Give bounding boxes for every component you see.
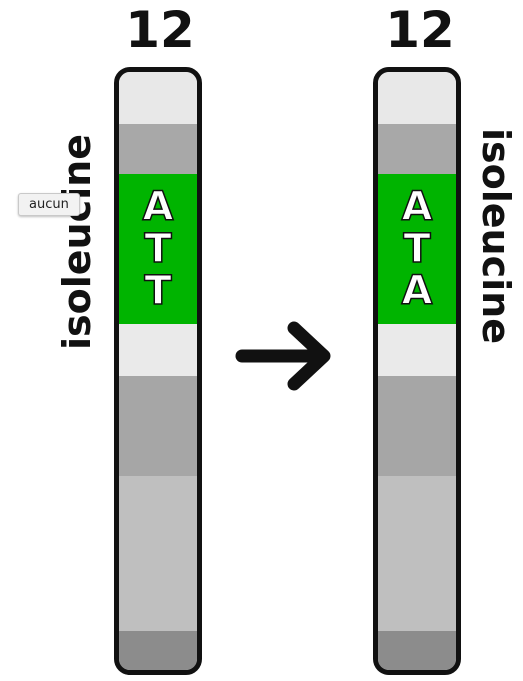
codon-letter: A: [401, 184, 433, 230]
chromosome-band: [378, 476, 456, 631]
right-chromosome-number: 12: [385, 1, 455, 59]
chromosome-band: [378, 376, 456, 476]
codon-band: [119, 174, 197, 324]
left-chromosome-number: 12: [125, 1, 195, 59]
chromosome-band: [378, 124, 456, 174]
right-amino-acid-label: isoleucine: [474, 128, 518, 344]
right-chromosome: A T A: [373, 67, 461, 675]
tooltip: aucun: [18, 193, 80, 216]
chromosome-band: [119, 124, 197, 174]
chromosome-band: [378, 324, 456, 376]
chromosome-band: [119, 476, 197, 631]
codon-band: [378, 174, 456, 324]
right-codon: A T A: [378, 174, 456, 324]
right-arrow-icon: [235, 321, 331, 391]
chromosome-band: [119, 72, 197, 124]
chromosome-band: [378, 72, 456, 124]
chromosome-band: [119, 631, 197, 670]
codon-letter: A: [142, 184, 174, 230]
chromosome-band: [119, 376, 197, 476]
left-amino-acid-label: isoleucine: [55, 134, 99, 350]
left-chromosome: A T T: [114, 67, 202, 675]
codon-letter: T: [144, 226, 173, 272]
codon-letter: A: [401, 268, 433, 314]
chromosome-band: [119, 324, 197, 376]
codon-letter: T: [403, 226, 432, 272]
codon-letter: T: [144, 268, 173, 314]
left-codon: A T T: [119, 174, 197, 324]
chromosome-band: [378, 631, 456, 670]
